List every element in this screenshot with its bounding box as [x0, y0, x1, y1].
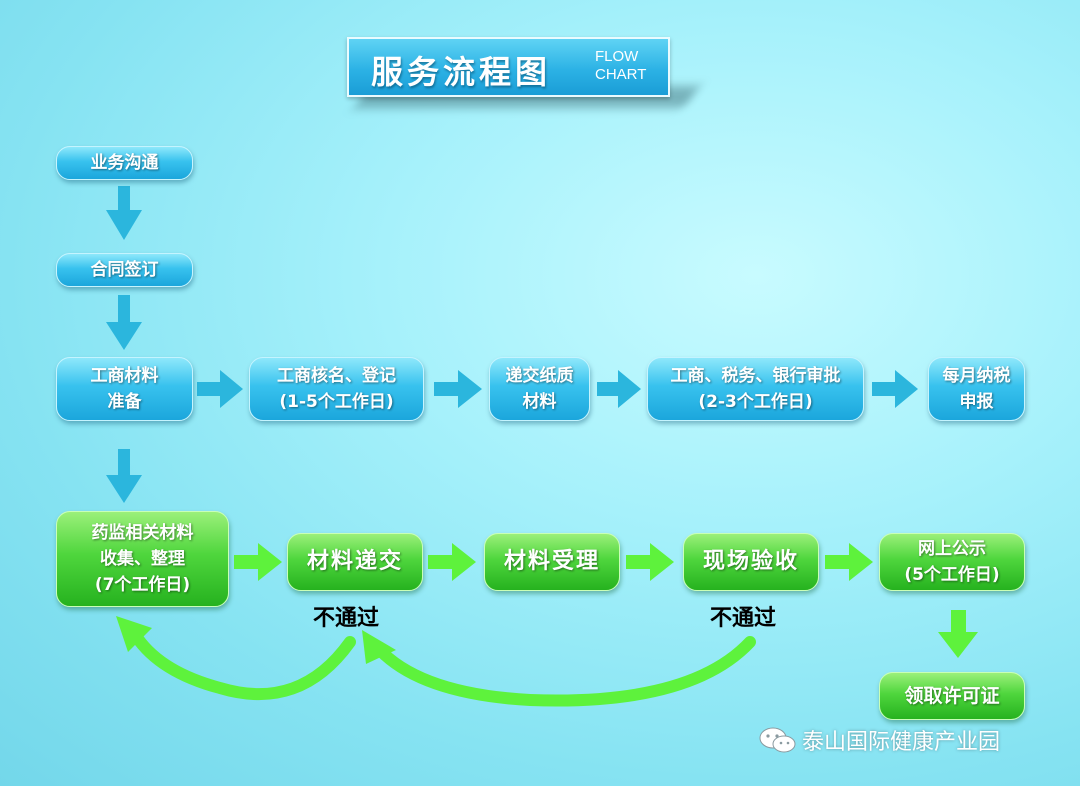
- arrow-right-3: [597, 370, 641, 408]
- title-banner: 服务流程图 FLOW CHART: [347, 37, 670, 97]
- watermark: 泰山国际健康产业园: [758, 722, 1000, 758]
- fail-label-2: 不通过: [710, 606, 777, 631]
- blue-arrows-down: [106, 186, 142, 503]
- node-contract: 合同签订: [56, 253, 193, 287]
- node-monthly-tax: 每月纳税 申报: [928, 357, 1025, 421]
- arrow-right-1: [197, 370, 243, 408]
- arrow-right-4: [872, 370, 918, 408]
- return-arrowheads: [116, 616, 396, 664]
- arrow-down-3: [106, 449, 142, 503]
- green-arrow-right-2: [428, 543, 476, 581]
- green-arrow-down: [938, 610, 978, 658]
- node-submit-paper: 递交纸质 材料: [489, 357, 590, 421]
- blue-arrows-right: [197, 370, 918, 408]
- arrow-right-2: [434, 370, 482, 408]
- title-english-line2: CHART: [595, 66, 647, 83]
- node-material-submit: 材料递交: [287, 533, 423, 591]
- node-business-prep: 工商材料 准备: [56, 357, 193, 421]
- green-arrow-right-3: [626, 543, 674, 581]
- return-arrowhead-2: [362, 630, 396, 664]
- node-approval: 工商、税务、银行审批 (2-3个工作日): [647, 357, 864, 421]
- title-english: FLOW CHART: [595, 48, 646, 84]
- title-english-line1: FLOW: [595, 48, 639, 65]
- return-arrow-1: [130, 630, 356, 701]
- node-public-notice: 网上公示 (5个工作日): [879, 533, 1025, 591]
- page-title: 服务流程图: [371, 53, 552, 91]
- arrow-down-1: [106, 186, 142, 240]
- wechat-icon: [759, 727, 796, 753]
- return-arrows: [130, 630, 756, 707]
- arrow-down-2: [106, 295, 142, 350]
- green-arrow-right-4: [825, 543, 873, 581]
- node-communication: 业务沟通: [56, 146, 193, 180]
- node-material-accept: 材料受理: [484, 533, 620, 591]
- node-license: 领取许可证: [879, 672, 1025, 720]
- node-onsite-check: 现场验收: [683, 533, 819, 591]
- green-arrows-right: [234, 543, 978, 658]
- node-name-registration: 工商核名、登记 (1-5个工作日): [249, 357, 424, 421]
- green-arrow-right-1: [234, 543, 282, 581]
- watermark-text: 泰山国际健康产业园: [802, 730, 1001, 755]
- return-arrow-2: [372, 636, 756, 707]
- return-arrowhead-1: [116, 616, 152, 652]
- fail-label-1: 不通过: [313, 606, 380, 631]
- node-fda-collect: 药监相关材料 收集、整理 (7个工作日): [56, 511, 229, 607]
